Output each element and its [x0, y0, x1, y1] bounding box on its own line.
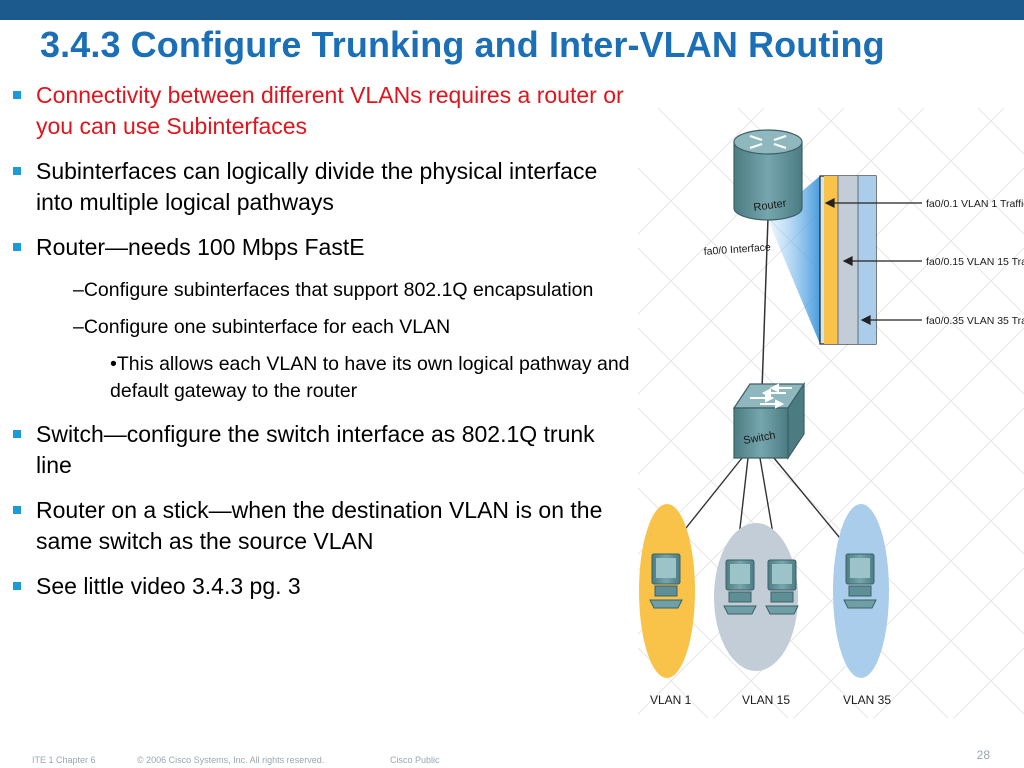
square-bullet-icon: [13, 91, 21, 99]
page-number: 28: [976, 748, 990, 762]
footer-copyright: © 2006 Cisco Systems, Inc. All rights re…: [137, 755, 325, 765]
footer-classification: Cisco Public: [390, 755, 440, 765]
subinterface-arrows: [824, 198, 922, 325]
router-icon: [733, 129, 803, 221]
bullet-item: Switch—configure the switch interface as…: [10, 419, 635, 481]
bullet-item: Router on a stick—when the destination V…: [10, 495, 635, 557]
vlan-label: VLAN 35: [843, 693, 891, 707]
sub-sub-bullet-text: •This allows each VLAN to have its own l…: [110, 353, 630, 402]
subinterface-label: fa0/0.15 VLAN 15 Traffic: [926, 256, 1024, 268]
square-bullet-icon: [13, 506, 21, 514]
subinterface-label: fa0/0.1 VLAN 1 Traffic: [926, 198, 1024, 210]
bullet-text: Subinterfaces can logically divide the p…: [36, 158, 598, 215]
square-bullet-icon: [13, 430, 21, 438]
router-on-a-stick-diagram: Router Switch fa0/0 Interface fa0/0.1 VL…: [638, 108, 1024, 718]
sub-bullet-item: –Configure one subinterface for each VLA…: [10, 314, 635, 340]
bullet-item: Router—needs 100 Mbps FastE: [10, 232, 635, 263]
square-bullet-icon: [13, 582, 21, 590]
sub-bullet-text: –Configure one subinterface for each VLA…: [73, 316, 451, 338]
router-label: Router: [753, 197, 788, 214]
bullet-text: Connectivity between different VLANs req…: [36, 82, 624, 139]
bullet-text: Switch—configure the switch interface as…: [36, 421, 595, 478]
bullet-list: Connectivity between different VLANs req…: [10, 80, 635, 616]
square-bullet-icon: [13, 167, 21, 175]
bullet-text: Router on a stick—when the destination V…: [36, 497, 603, 554]
bullet-text: Router—needs 100 Mbps FastE: [36, 234, 365, 260]
pc-icon: [649, 553, 683, 609]
trunk-link: [761, 217, 769, 391]
bullet-text: See little video 3.4.3 pg. 3: [36, 573, 301, 599]
bullet-item: Connectivity between different VLANs req…: [10, 80, 635, 142]
switch-icon: [732, 382, 806, 460]
sub-sub-bullet-item: •This allows each VLAN to have its own l…: [10, 351, 635, 405]
bullet-item: Subinterfaces can logically divide the p…: [10, 156, 635, 218]
square-bullet-icon: [13, 243, 21, 251]
sub-bullet-text: –Configure subinterfaces that support 80…: [73, 279, 594, 301]
bullet-item: See little video 3.4.3 pg. 3: [10, 571, 635, 602]
footer-course: ITE 1 Chapter 6: [32, 755, 96, 765]
header-bar: [0, 0, 1024, 20]
interface-label: fa0/0 Interface: [703, 241, 771, 258]
vlan-label: VLAN 1: [650, 693, 692, 707]
slide-title: 3.4.3 Configure Trunking and Inter-VLAN …: [40, 24, 885, 65]
sub-bullet-item: –Configure subinterfaces that support 80…: [10, 277, 635, 303]
subinterface-label: fa0/0.35 VLAN 35 Traffic: [926, 315, 1024, 327]
pc-icon: [843, 553, 877, 609]
pc-icon: [765, 559, 799, 615]
pc-icon: [723, 559, 757, 615]
switch-label: Switch: [742, 430, 776, 447]
vlan-label: VLAN 15: [742, 693, 790, 707]
